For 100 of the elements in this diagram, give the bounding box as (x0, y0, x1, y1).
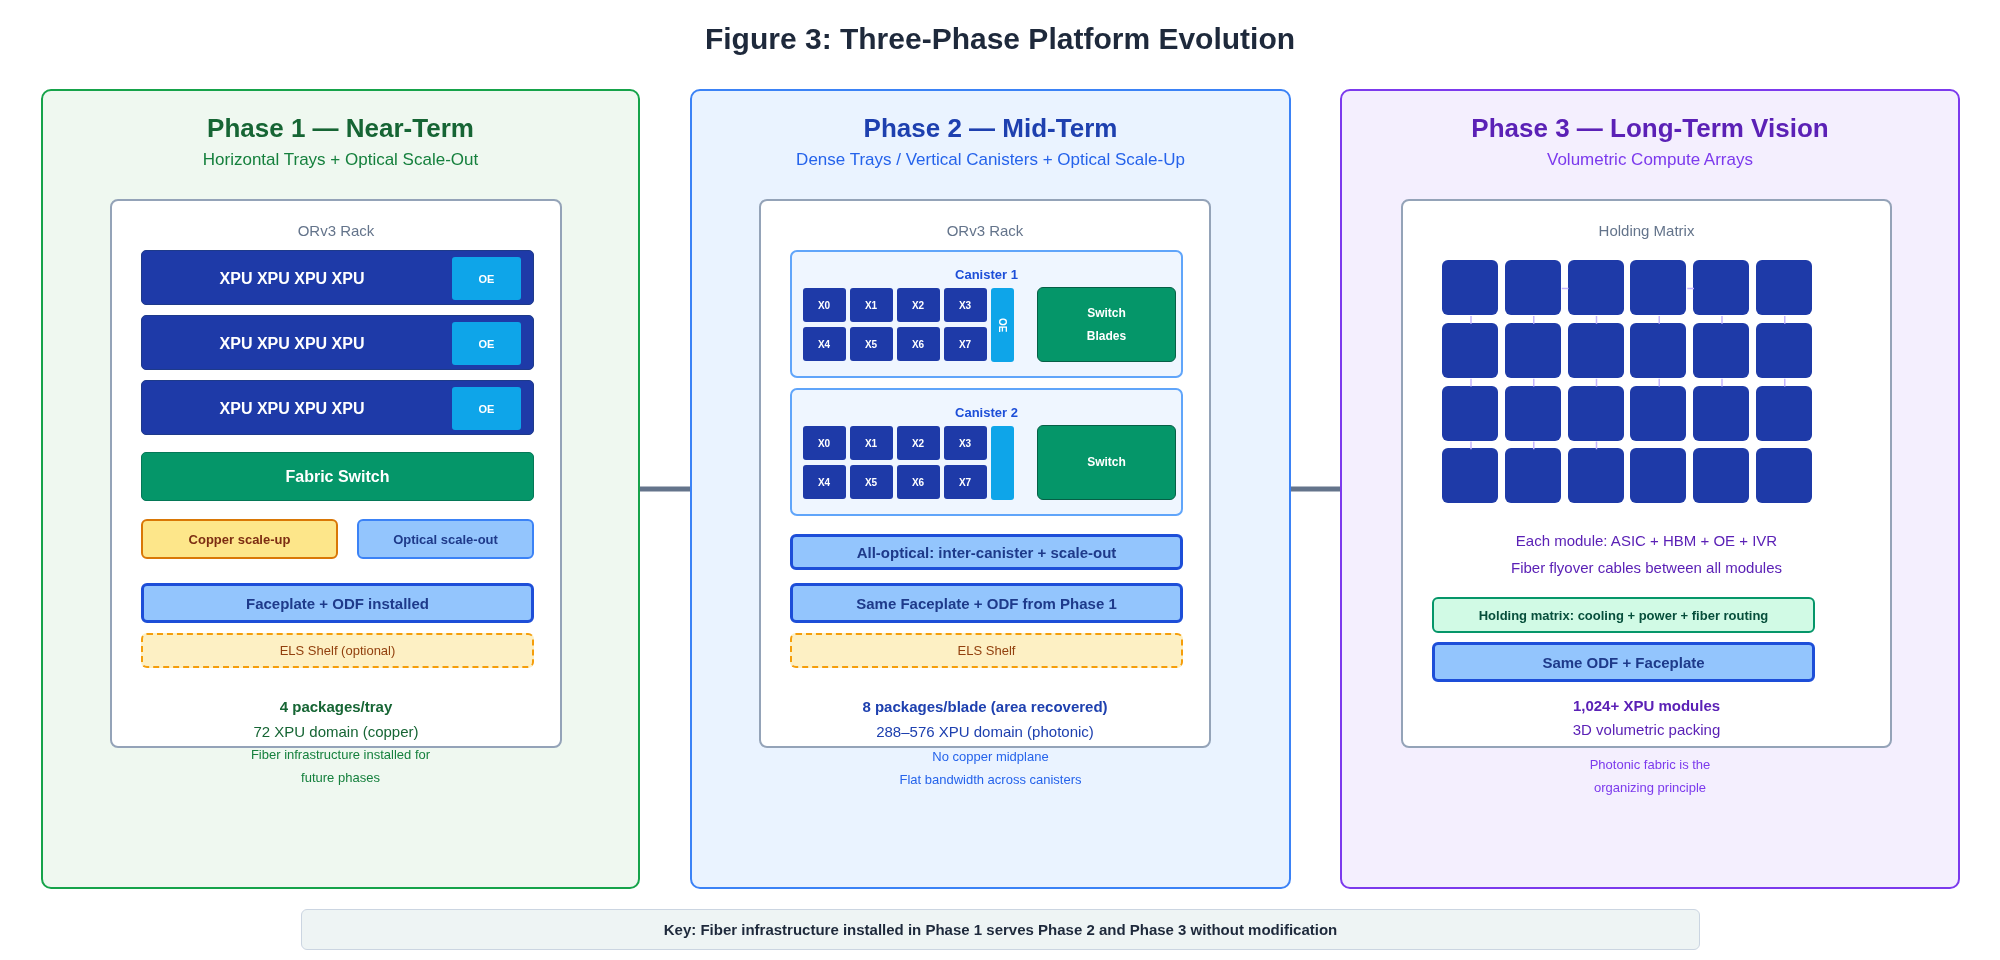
fiber-line (1533, 378, 1535, 388)
fiber-line (1561, 287, 1570, 290)
module-block (1630, 385, 1687, 441)
module-block (1567, 322, 1624, 378)
xpu-chip: X5 (849, 327, 893, 361)
module-block (1755, 260, 1812, 315)
xpu-chip: X2 (896, 288, 940, 322)
module-block (1693, 385, 1749, 441)
fiber-line (1658, 378, 1660, 388)
optical-engine-block: OE (452, 387, 521, 430)
rack-title: ORv3 Rack (946, 221, 1024, 241)
module-block (1504, 260, 1561, 315)
faceplate-bar: Same Faceplate + ODF from Phase 1 (790, 583, 1183, 623)
xpu-chip: X1 (849, 426, 893, 460)
xpu-chip: X6 (896, 327, 940, 361)
panel-heading: Phase 2 — Mid-Term (863, 112, 1118, 145)
module-block (1630, 322, 1687, 378)
module-block (1567, 448, 1624, 504)
fiber-line (1533, 440, 1535, 450)
optical-link-box: Optical scale-out (357, 519, 534, 559)
fiber-line (1470, 440, 1472, 450)
module-block (1567, 260, 1624, 315)
phase-panel (1340, 89, 1960, 889)
module-block (1504, 385, 1561, 441)
fiber-line (1533, 315, 1535, 325)
canister-box (790, 388, 1183, 516)
fiber-line (1470, 378, 1472, 388)
fiber-line (1784, 315, 1786, 325)
module-block (1442, 385, 1498, 441)
panel-subtitle: Dense Trays / Vertical Canisters + Optical Scale-Up (796, 149, 1185, 171)
compute-tray (141, 315, 534, 370)
domain-stat: 72 XPU domain (copper) (253, 722, 419, 742)
xpu-chip: X4 (802, 465, 846, 499)
rack-title: ORv3 Rack (297, 221, 375, 241)
panel-heading: Phase 3 — Long-Term Vision (1471, 112, 1829, 145)
module-block (1504, 448, 1561, 504)
fiber-line (1595, 378, 1598, 388)
xpu-chip: X0 (802, 426, 846, 460)
faceplate-bar: Same ODF + Faceplate (1432, 642, 1815, 682)
module-block (1693, 448, 1749, 504)
matrix-frame (1401, 199, 1892, 748)
canister-title: Canister 1 (955, 266, 1018, 283)
key-note-box: Key: Fiber infrastructure installed in Phase 1 serves Phase 2 and Phase 3 without modification (301, 909, 1700, 950)
module-block (1755, 448, 1812, 504)
optical-engine-block: OE (452, 322, 521, 365)
matrix-support-bar: Holding matrix: cooling + power + fiber routing (1432, 597, 1815, 633)
module-note: Each module: ASIC + HBM + OE + IVR (1515, 531, 1778, 551)
switch-blade-box: Switch (1037, 425, 1176, 500)
tray-label: XPU XPU XPU XPU (218, 269, 366, 289)
optical-engine-strip (991, 426, 1014, 500)
panel-subtitle: Volumetric Compute Arrays (1547, 149, 1753, 171)
panel-note: No copper midplane (931, 748, 1050, 766)
xpu-chip: X1 (849, 288, 893, 322)
figure-title: Figure 3: Three-Phase Platform Evolution (704, 22, 1296, 56)
module-note: Fiber flyover cables between all modules (1511, 558, 1782, 578)
phase-panel (690, 89, 1291, 889)
module-block (1504, 322, 1561, 378)
module-block (1693, 260, 1749, 315)
module-block (1630, 448, 1687, 504)
domain-stat: 288–576 XPU domain (photonic) (876, 722, 1094, 742)
rack-frame (759, 199, 1211, 748)
fiber-line (1686, 287, 1695, 290)
shelf-box: ELS Shelf (790, 633, 1183, 668)
capacity-stat: 4 packages/tray (279, 697, 393, 717)
compute-tray (141, 250, 534, 305)
phase-panel (41, 89, 640, 889)
optical-engine-strip: OE (991, 288, 1014, 362)
switch-blade-box: Switch Blades (1037, 287, 1176, 362)
fiber-line (1721, 315, 1723, 325)
panel-note: Fiber infrastructure installed for future phases (249, 746, 432, 787)
module-block (1442, 260, 1498, 315)
compute-tray (141, 380, 534, 435)
module-block (1442, 448, 1498, 504)
xpu-chip: X6 (896, 465, 940, 499)
xpu-chip: X7 (943, 465, 987, 499)
canister-box (790, 250, 1183, 378)
xpu-chip: X0 (802, 288, 846, 322)
fiber-line (1721, 378, 1723, 388)
tray-label: XPU XPU XPU XPU (218, 399, 366, 419)
optical-interconnect-bar: All-optical: inter-canister + scale-out (790, 534, 1183, 570)
fiber-line (1784, 378, 1786, 388)
xpu-chip: X4 (802, 327, 846, 361)
module-block (1755, 385, 1812, 441)
xpu-chip: X7 (943, 327, 987, 361)
panel-subtitle: Horizontal Trays + Optical Scale-Out (202, 149, 479, 171)
switch-bar: Fabric Switch (141, 452, 534, 501)
fiber-line (1595, 440, 1598, 450)
xpu-chip: X3 (943, 288, 987, 322)
xpu-chip: X5 (849, 465, 893, 499)
shelf-box: ELS Shelf (optional) (141, 633, 534, 668)
fiber-line (1595, 315, 1598, 325)
module-block (1693, 322, 1749, 378)
module-block (1567, 385, 1624, 441)
capacity-stat: 1,024+ XPU modules (1572, 696, 1721, 716)
tray-label: XPU XPU XPU XPU (218, 334, 366, 354)
fiber-line (1658, 315, 1660, 325)
fiber-line (1470, 315, 1472, 325)
rack-frame (110, 199, 562, 748)
module-block (1442, 322, 1498, 378)
canister-title: Canister 2 (955, 404, 1018, 421)
